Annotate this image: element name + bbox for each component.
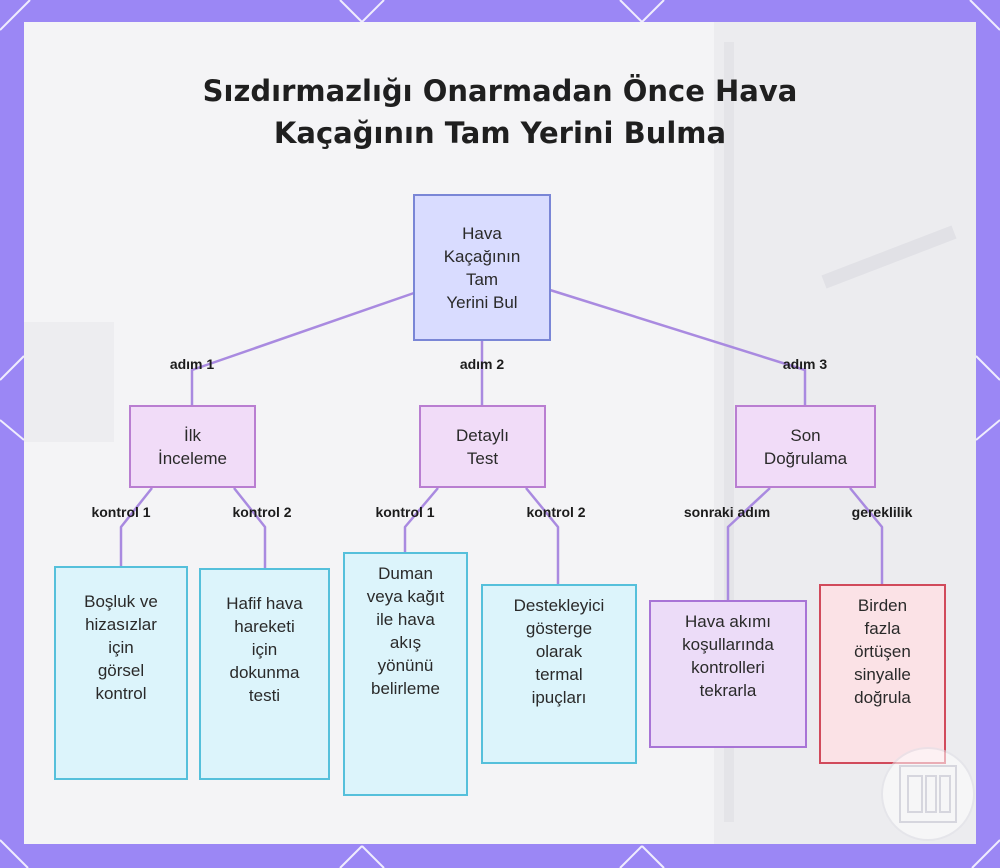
edge-label-check-1-detailed: kontrol 1 [375,504,435,520]
edge-detailed-smoke [403,487,439,552]
edge-label-check-2-initial: kontrol 2 [232,504,292,520]
edge-initial-visual [119,487,153,566]
edge-label-step-1: adım 1 [169,356,215,372]
diagram-title: Sızdırmazlığı Onarmadan Önce Hava Kaçağı… [0,70,1000,154]
edge-root-final [549,288,807,405]
edge-label-step-2: adım 2 [459,356,505,372]
title-line-1: Sızdırmazlığı Onarmadan Önce Hava [202,74,798,108]
edge-label-next-step: sonraki adım [683,504,771,520]
edge-label-check-1-initial: kontrol 1 [91,504,151,520]
edge-initial-touch [233,487,267,568]
edge-detailed-thermal [525,487,560,584]
edge-label-check-2-detailed: kontrol 2 [526,504,586,520]
book-logo-icon [881,747,975,841]
edge-label-step-3: adım 3 [782,356,828,372]
edge-root-initial [190,291,415,405]
edge-final-confirm [849,487,884,584]
title-line-2: Kaçağının Tam Yerini Bulma [273,116,727,150]
edge-label-requirement: gereklilik [851,504,913,520]
edge-final-repeat [726,487,771,600]
